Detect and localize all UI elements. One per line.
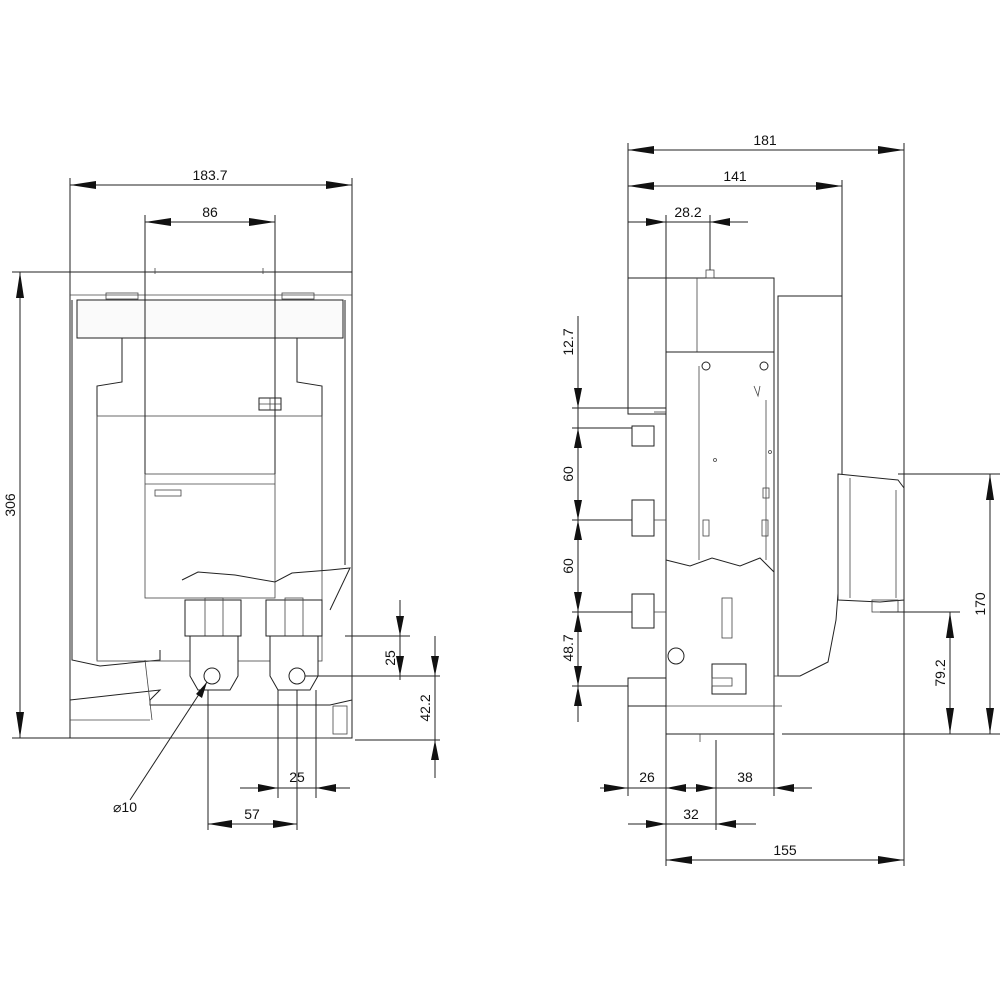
side-view <box>627 269 905 742</box>
side-handle <box>837 473 905 603</box>
dim-181: 181 <box>753 132 777 148</box>
dim-60-first: 60 <box>560 466 576 482</box>
dim-79-2: 79.2 <box>932 659 948 686</box>
side-dimensions: 181 141 28.2 12.7 60 60 48.7 <box>560 132 1000 866</box>
dim-42-2: 42.2 <box>417 694 433 721</box>
front-dimensions: 183.7 86 306 25 42.2 ⌀10 <box>2 167 440 830</box>
side-front-cover <box>777 295 843 677</box>
dim-12-7: 12.7 <box>560 328 576 355</box>
dim-26: 26 <box>639 769 655 785</box>
dim-48-7: 48.7 <box>560 634 576 661</box>
dim-183-7: 183.7 <box>192 167 227 183</box>
dim-86: 86 <box>202 204 218 220</box>
dim-28-2: 28.2 <box>674 204 701 220</box>
dim-170: 170 <box>972 592 988 616</box>
front-terminal-right <box>265 597 323 691</box>
dim-25-vertical: 25 <box>382 650 398 666</box>
side-rear-block <box>627 277 667 415</box>
dim-155: 155 <box>773 842 797 858</box>
dim-141: 141 <box>723 168 747 184</box>
side-housing-outline <box>665 277 775 735</box>
front-view <box>69 268 353 739</box>
front-top-cover <box>76 299 344 339</box>
dim-diameter-10: ⌀10 <box>113 799 137 815</box>
dim-60-second: 60 <box>560 558 576 574</box>
dim-306: 306 <box>2 493 18 517</box>
dim-32: 32 <box>683 806 699 822</box>
dim-38: 38 <box>737 769 753 785</box>
dim-57: 57 <box>244 806 260 822</box>
front-terminal-left <box>184 597 242 691</box>
